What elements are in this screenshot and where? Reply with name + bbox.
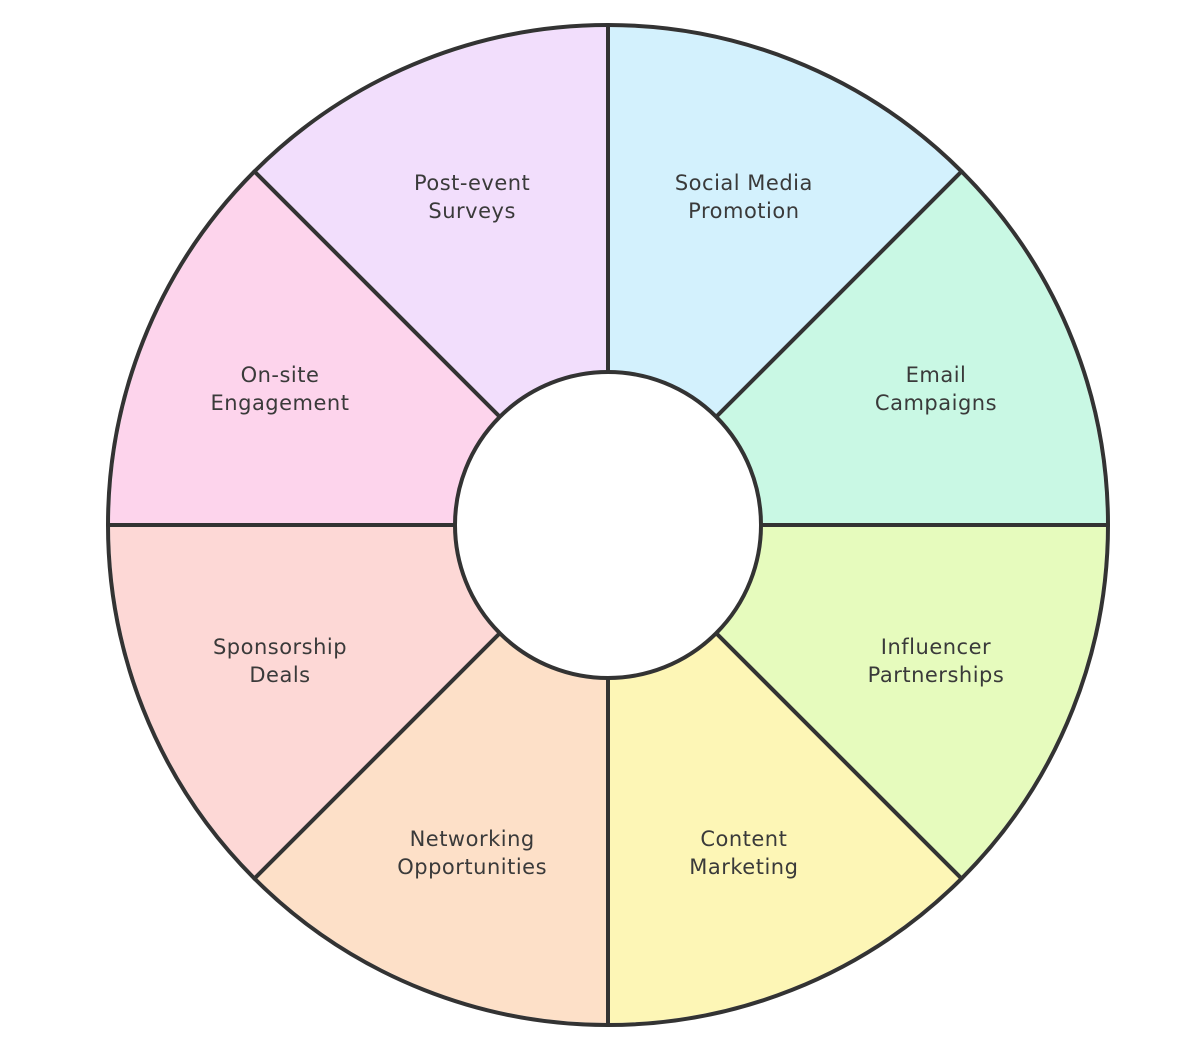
label-line: Partnerships bbox=[868, 663, 1005, 687]
segment-sponsorship-deals bbox=[110, 525, 502, 878]
label-line: Email bbox=[906, 363, 967, 387]
label-line: Sponsorship bbox=[213, 635, 347, 659]
label-line: On-site bbox=[241, 363, 320, 387]
label-line: Influencer bbox=[881, 635, 991, 659]
segment-content-marketing bbox=[608, 631, 961, 1023]
label-line: Networking bbox=[410, 827, 535, 851]
center-hub bbox=[453, 370, 763, 680]
label-line: Engagement bbox=[211, 391, 350, 415]
label-line: Campaigns bbox=[875, 391, 997, 415]
label-line: Post-event bbox=[414, 171, 530, 195]
segment-fills bbox=[110, 27, 1106, 1023]
label-line: Content bbox=[700, 827, 787, 851]
label-line: Marketing bbox=[689, 855, 798, 879]
segment-networking-opportunities bbox=[255, 631, 608, 1023]
segment-dividers bbox=[106, 23, 1110, 1027]
segment-on-site-engagement bbox=[110, 172, 502, 525]
divider-line bbox=[252, 169, 504, 421]
label-line: Opportunities bbox=[397, 855, 547, 879]
label-line: Surveys bbox=[428, 199, 516, 223]
segment-post-event-surveys bbox=[255, 27, 608, 419]
label-line: Social Media bbox=[675, 171, 813, 195]
segment-influencer-partnerships bbox=[714, 525, 1106, 878]
outer-ring bbox=[106, 23, 1110, 1027]
divider-line bbox=[712, 629, 964, 881]
segment-email-campaigns bbox=[714, 172, 1106, 525]
divider-line bbox=[712, 169, 964, 421]
label-line: Deals bbox=[249, 663, 310, 687]
segment-social-media-promotion bbox=[608, 27, 961, 419]
divider-line bbox=[252, 629, 504, 881]
label-line: Promotion bbox=[688, 199, 799, 223]
